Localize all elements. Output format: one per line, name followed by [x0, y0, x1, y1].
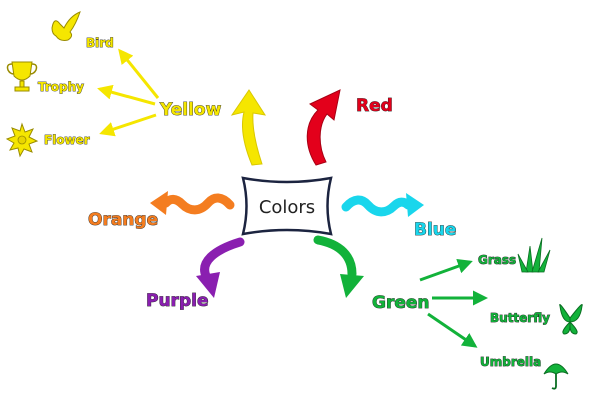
red-curved-arrow [306, 89, 341, 166]
grass-icon [517, 237, 551, 273]
blue-wavy-arrow [341, 195, 413, 217]
butterfly-label: Butterfly [490, 311, 550, 325]
orange-label: Orange [88, 210, 158, 230]
green-label: Green [372, 293, 430, 313]
branch-green: Green Grass Butterfly Umbrella [313, 235, 583, 390]
center-node: Colors [241, 176, 333, 236]
branch-purple: Purple [146, 237, 245, 311]
orange-wavy-arrow [161, 193, 235, 215]
orange-arrow-head [150, 191, 168, 215]
center-label: Colors [259, 197, 315, 218]
flower-label: Flower [44, 133, 90, 147]
arrow-to-trophy [97, 84, 156, 106]
butterfly-icon [559, 304, 583, 335]
arrow-to-flower [99, 113, 157, 137]
purple-curved-arrow [200, 237, 245, 281]
bird-icon [51, 11, 81, 41]
green-curved-arrow [313, 235, 357, 279]
center-box [241, 176, 333, 236]
purple-arrow-head [196, 272, 220, 298]
trophy-icon [6, 61, 38, 92]
branch-yellow: Yellow Bird Trophy Flower [5, 11, 267, 166]
flower-icon [5, 122, 39, 158]
blue-label: Blue [414, 220, 456, 240]
purple-label: Purple [146, 291, 208, 311]
yellow-curved-arrow [230, 89, 267, 166]
red-label: Red [356, 96, 393, 116]
arrow-to-umbrella [427, 312, 478, 348]
arrow-to-grass [419, 259, 473, 282]
arrow-to-bird [118, 48, 160, 99]
yellow-label: Yellow [159, 100, 222, 120]
umbrella-label: Umbrella [480, 355, 541, 369]
branch-blue: Blue [341, 193, 457, 240]
blue-arrow-head [406, 193, 424, 217]
trophy-label: Trophy [38, 80, 84, 94]
umbrella-icon [543, 363, 569, 390]
green-arrow-head [340, 274, 364, 298]
branch-orange: Orange [88, 191, 235, 230]
grass-label: Grass [478, 253, 516, 267]
bird-label: Bird [86, 36, 114, 50]
branch-red: Red [306, 89, 393, 166]
